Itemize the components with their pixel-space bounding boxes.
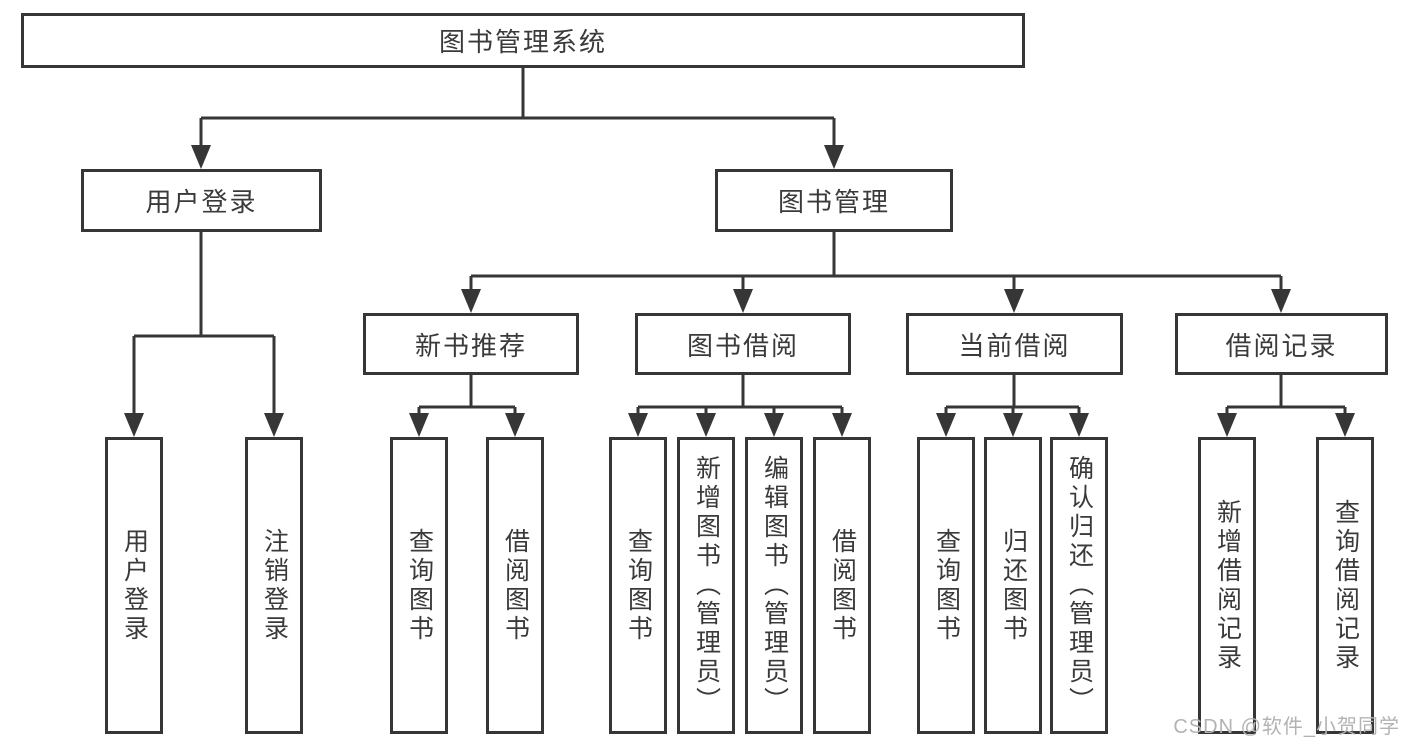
node-leaf-bb-add: 新增图书（管理员）: [677, 437, 735, 734]
node-leaf-cb-return-label: 归还图书: [999, 527, 1028, 644]
node-user-login-label: 用户登录: [145, 187, 258, 217]
connector-root-split: [191, 68, 844, 169]
connector-book-borrow-split: [628, 375, 852, 437]
node-leaf-bb-edit: 编辑图书（管理员）: [745, 437, 803, 734]
node-book-mgmt: 图书管理: [715, 169, 953, 232]
node-root-label: 图书管理系统: [438, 27, 607, 57]
node-borrow-records-label: 借阅记录: [1225, 330, 1338, 361]
node-leaf-cb-confirm-label: 确认归还（管理员）: [1065, 455, 1094, 716]
node-leaf-rec-query: 查询图书: [390, 437, 448, 734]
connector-current-borrow-split: [936, 375, 1089, 437]
node-leaf-br-add-label: 新增借阅记录: [1213, 498, 1242, 673]
node-leaf-cb-return: 归还图书: [984, 437, 1042, 734]
node-leaf-bb-query: 查询图书: [609, 437, 667, 734]
node-leaf-bb-query-label: 查询图书: [624, 527, 653, 644]
node-leaf-logout: 注销登录: [245, 437, 303, 734]
csdn-watermark: CSDN @软件_小贺同学: [1173, 716, 1400, 738]
node-current-borrow: 当前借阅: [906, 313, 1123, 375]
connector-book-mgmt-split: [461, 232, 1291, 313]
node-leaf-cb-query-label: 查询图书: [932, 527, 961, 644]
node-leaf-br-query-label: 查询借阅记录: [1331, 498, 1360, 673]
connector-user-login-split: [124, 232, 284, 437]
node-book-borrow: 图书借阅: [635, 313, 851, 375]
node-leaf-cb-query: 查询图书: [917, 437, 975, 734]
node-leaf-bb-borrow-label: 借阅图书: [828, 527, 857, 644]
node-new-book-rec: 新书推荐: [363, 313, 579, 375]
node-leaf-user-login: 用户登录: [105, 437, 163, 734]
node-leaf-bb-add-label: 新增图书（管理员）: [692, 455, 721, 716]
node-borrow-records: 借阅记录: [1175, 313, 1388, 375]
node-leaf-logout-label: 注销登录: [260, 527, 289, 644]
node-leaf-br-query: 查询借阅记录: [1316, 437, 1374, 734]
connector-borrow-records-split: [1217, 375, 1355, 437]
node-book-mgmt-label: 图书管理: [777, 187, 890, 217]
node-user-login: 用户登录: [81, 169, 322, 232]
node-leaf-user-login-label: 用户登录: [120, 527, 149, 644]
node-leaf-br-add: 新增借阅记录: [1198, 437, 1256, 734]
connector-new-book-rec-split: [409, 375, 525, 437]
node-book-borrow-label: 图书借阅: [686, 330, 799, 361]
node-leaf-rec-query-label: 查询图书: [405, 527, 434, 644]
node-root: 图书管理系统: [21, 13, 1025, 68]
node-leaf-cb-confirm: 确认归还（管理员）: [1050, 437, 1108, 734]
node-leaf-rec-borrow: 借阅图书: [486, 437, 544, 734]
node-leaf-bb-borrow: 借阅图书: [813, 437, 871, 734]
node-leaf-rec-borrow-label: 借阅图书: [501, 527, 530, 644]
node-new-book-rec-label: 新书推荐: [414, 330, 527, 361]
node-leaf-bb-edit-label: 编辑图书（管理员）: [760, 455, 789, 716]
node-current-borrow-label: 当前借阅: [958, 330, 1071, 361]
